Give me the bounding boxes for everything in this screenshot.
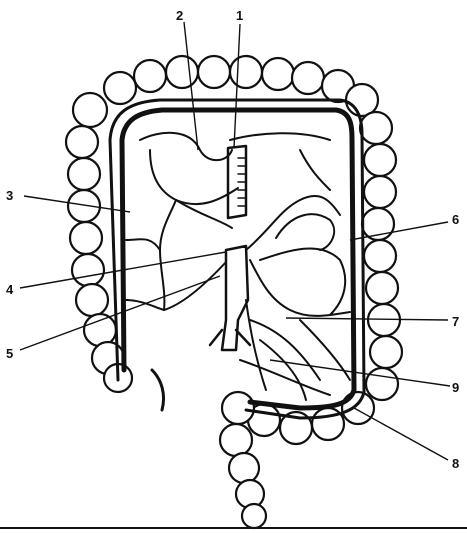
rectum bbox=[220, 424, 266, 528]
label-3: 3 bbox=[6, 188, 13, 203]
transverse-colon bbox=[104, 56, 378, 116]
label-8: 8 bbox=[452, 456, 459, 471]
label-6: 6 bbox=[452, 212, 459, 227]
leader-7 bbox=[286, 318, 448, 320]
leader-8 bbox=[354, 408, 448, 460]
iliac-branch bbox=[210, 330, 250, 345]
label-9: 9 bbox=[452, 380, 459, 395]
arcade-vessels bbox=[126, 133, 350, 400]
label-2: 2 bbox=[176, 8, 183, 23]
label-5: 5 bbox=[6, 346, 13, 361]
aorta-and-branches bbox=[210, 146, 250, 350]
label-4: 4 bbox=[6, 282, 14, 297]
appendix bbox=[152, 370, 164, 410]
leader-5 bbox=[20, 276, 220, 350]
label-7: 7 bbox=[452, 314, 459, 329]
label-1: 1 bbox=[236, 8, 243, 23]
marginal-artery bbox=[122, 110, 354, 408]
descending-colon bbox=[360, 112, 402, 400]
